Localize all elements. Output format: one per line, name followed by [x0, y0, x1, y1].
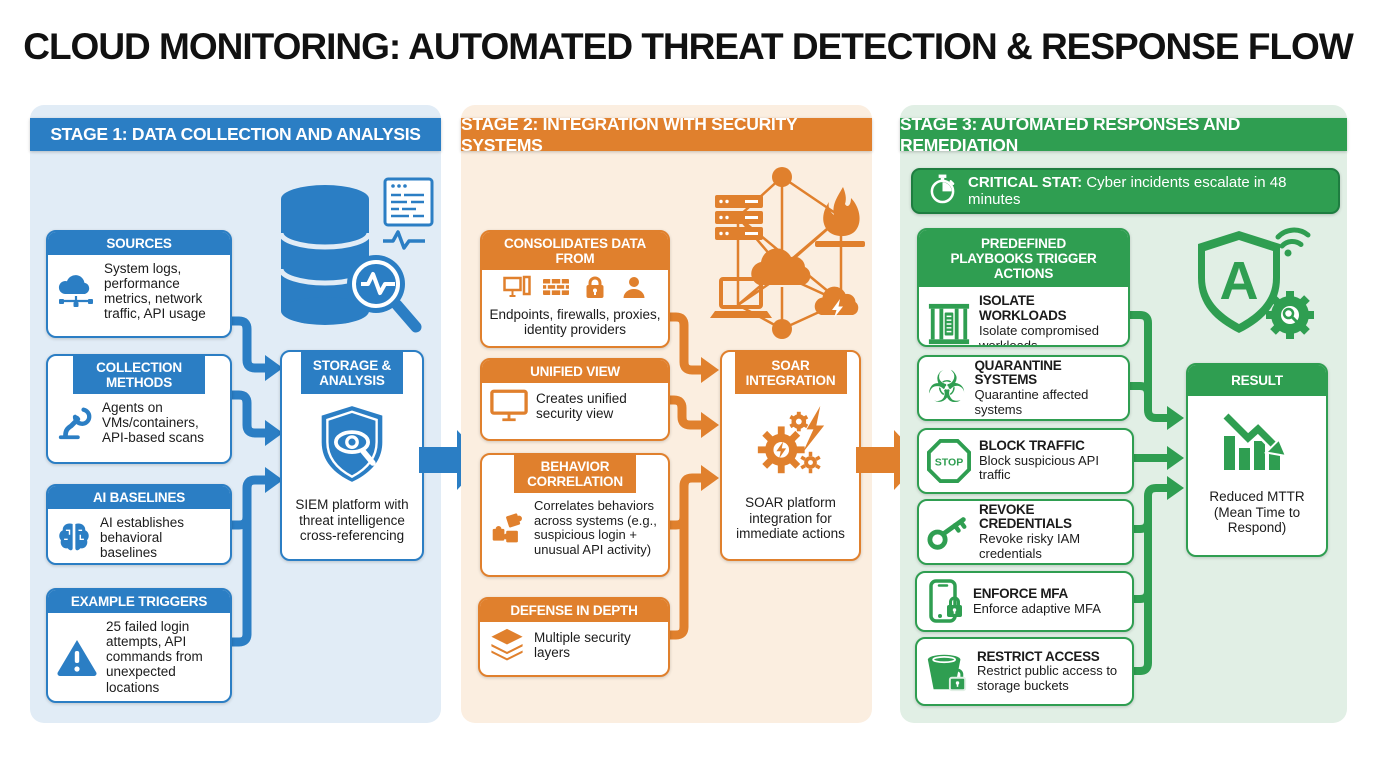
puzzle-icon [490, 510, 526, 546]
stage2-header: STAGE 2: INTEGRATION WITH SECURITY SYSTE… [461, 114, 872, 155]
key-icon [927, 512, 971, 552]
stage3-panel: STAGE 3: AUTOMATED RESPONSES AND REMEDIA… [900, 105, 1347, 723]
stop-sign-icon: STOP [927, 439, 971, 483]
sources-card-body: System logs, performance metrics, networ… [104, 261, 206, 322]
unified-view-card: UNIFIED VIEW Creates unified security vi… [480, 358, 670, 441]
quarantine-body: Quarantine affected systems [974, 387, 1089, 417]
soar-integration-body: SOAR platform integration for immediate … [736, 495, 845, 542]
soar-integration-title: SOAR INTEGRATION [734, 352, 847, 395]
behavior-correlation-body: Correlates behaviors across systems (e.g… [534, 498, 657, 557]
sources-card-title: SOURCES [48, 232, 230, 256]
stage1-header: STAGE 1: DATA COLLECTION AND ANALYSIS [30, 118, 441, 151]
stage1-panel: STAGE 1: DATA COLLECTION AND ANALYSIS [30, 105, 441, 723]
stage2-panel: STAGE 2: INTEGRATION WITH SECURITY SYSTE… [461, 105, 872, 723]
restrict-access-body: Restrict public access to storage bucket… [977, 663, 1118, 693]
revoke-credentials-body: Revoke risky IAM credentials [979, 531, 1081, 561]
block-traffic-card: STOP BLOCK TRAFFIC Block suspicious API … [917, 428, 1134, 494]
unified-view-body: Creates unified security view [536, 390, 627, 421]
example-triggers-card: EXAMPLE TRIGGERS 25 failed login attempt… [46, 588, 232, 703]
consolidates-card: CONSOLIDATES DATA FROM [480, 230, 670, 348]
critical-stat-value: Cyber incidents escalate in 48 minutes [968, 174, 1287, 208]
ai-baselines-card: AI BASELINES AI establishes behavioral b… [46, 484, 232, 565]
biohazard-icon: ☣ [927, 362, 967, 413]
ai-baselines-body: AI establishes behavioral baselines [100, 515, 185, 561]
monitor-icon [490, 389, 528, 422]
quarantine-title: QUARANTINE SYSTEMS [974, 357, 1062, 388]
soar-integration-card: SOAR INTEGRATION [720, 350, 861, 561]
stop-sign-label: STOP [935, 456, 963, 468]
block-traffic-body: Block suspicious API traffic [979, 452, 1099, 483]
stopwatch-icon [929, 174, 956, 209]
sources-card: SOURCES System logs, performance metrics… [46, 230, 232, 338]
defense-in-depth-card: DEFENSE IN DEPTH Multiple security layer… [478, 597, 670, 677]
automated-shield-illustration: A [1198, 227, 1314, 339]
example-triggers-title: EXAMPLE TRIGGERS [48, 590, 230, 614]
quarantine-card: ☣ QUARANTINE SYSTEMS Quarantine affected… [917, 355, 1130, 421]
defense-in-depth-body: Multiple security layers [534, 629, 631, 660]
collection-methods-body: Agents on VMs/containers, API-based scan… [102, 400, 205, 446]
warning-triangle-icon [56, 638, 98, 676]
isolate-workloads-title: ISOLATE WORKLOADS [979, 293, 1067, 324]
result-title: RESULT [1188, 365, 1326, 397]
result-card: RESULT Reduced MTTR [1186, 363, 1328, 557]
critical-stat-text: CRITICAL STAT: Cyber incidents escalate … [968, 174, 1328, 208]
consolidates-title: CONSOLIDATES DATA FROM [482, 232, 668, 271]
identity-person-icon [620, 275, 648, 304]
result-body: Reduced MTTR (Mean Time to Respond) [1209, 489, 1305, 536]
layers-icon [488, 628, 526, 661]
ai-baselines-title: AI BASELINES [48, 486, 230, 510]
storage-bucket-lock-icon [925, 650, 969, 694]
playbooks-card: PREDEFINED PLAYBOOKS TRIGGER ACTIONS [917, 228, 1130, 347]
enforce-mfa-title: ENFORCE MFA [973, 585, 1068, 601]
database-analysis-illustration [278, 177, 434, 333]
enforce-mfa-body: Enforce adaptive MFA [973, 600, 1101, 616]
collection-methods-title: COLLECTION METHODS [73, 356, 205, 395]
restrict-access-card: RESTRICT ACCESS Restrict public access t… [915, 637, 1134, 706]
firewall-icon [542, 275, 570, 304]
shield-eye-magnifier-icon [316, 404, 388, 489]
playbooks-title: PREDEFINED PLAYBOOKS TRIGGER ACTIONS [919, 230, 1128, 288]
declining-chart-icon [1220, 410, 1294, 479]
critical-stat-label: CRITICAL STAT: [968, 174, 1083, 191]
padlock-icon [581, 275, 609, 304]
storage-analysis-title: STORAGE & ANALYSIS [301, 352, 403, 395]
brain-icon [56, 521, 92, 554]
revoke-credentials-title: REVOKE CREDENTIALS [979, 501, 1072, 532]
isolate-workloads-body: Isolate compromised workloads [979, 323, 1099, 347]
isolated-workload-icon [927, 302, 971, 345]
restrict-access-title: RESTRICT ACCESS [977, 648, 1100, 664]
defense-in-depth-title: DEFENSE IN DEPTH [480, 599, 668, 623]
storage-analysis-card: STORAGE & ANALYSIS SIEM platform with th… [280, 350, 424, 561]
behavior-correlation-title: BEHAVIOR CORRELATION [514, 455, 636, 494]
unified-view-title: UNIFIED VIEW [482, 360, 668, 384]
critical-stat-banner: CRITICAL STAT: Cyber incidents escalate … [911, 168, 1340, 214]
revoke-credentials-card: REVOKE CREDENTIALS Revoke risky IAM cred… [917, 499, 1134, 565]
behavior-correlation-card: BEHAVIOR CORRELATION Correlates behavior… [480, 453, 670, 577]
consolidates-body: Endpoints, firewalls, proxies, identity … [489, 307, 661, 338]
block-traffic-title: BLOCK TRAFFIC [979, 438, 1085, 454]
endpoint-computer-icon [502, 275, 531, 304]
phone-lock-icon [925, 578, 965, 625]
robot-arm-icon [56, 405, 94, 441]
stage3-header: STAGE 3: AUTOMATED RESPONSES AND REMEDIA… [900, 114, 1347, 155]
cloud-network-icon [56, 273, 96, 309]
gears-lightning-icon [752, 404, 830, 487]
network-integration-illustration [710, 167, 865, 339]
storage-analysis-body: SIEM platform with threat intelligence c… [295, 497, 409, 544]
example-triggers-body: 25 failed login attempts, API commands f… [106, 619, 203, 695]
collection-methods-card: COLLECTION METHODS Agents on VMs/contain… [46, 354, 232, 464]
page-title: CLOUD MONITORING: AUTOMATED THREAT DETEC… [23, 26, 1354, 67]
enforce-mfa-card: ENFORCE MFA Enforce adaptive MFA [915, 571, 1134, 632]
shield-letter: A [1220, 251, 1259, 311]
